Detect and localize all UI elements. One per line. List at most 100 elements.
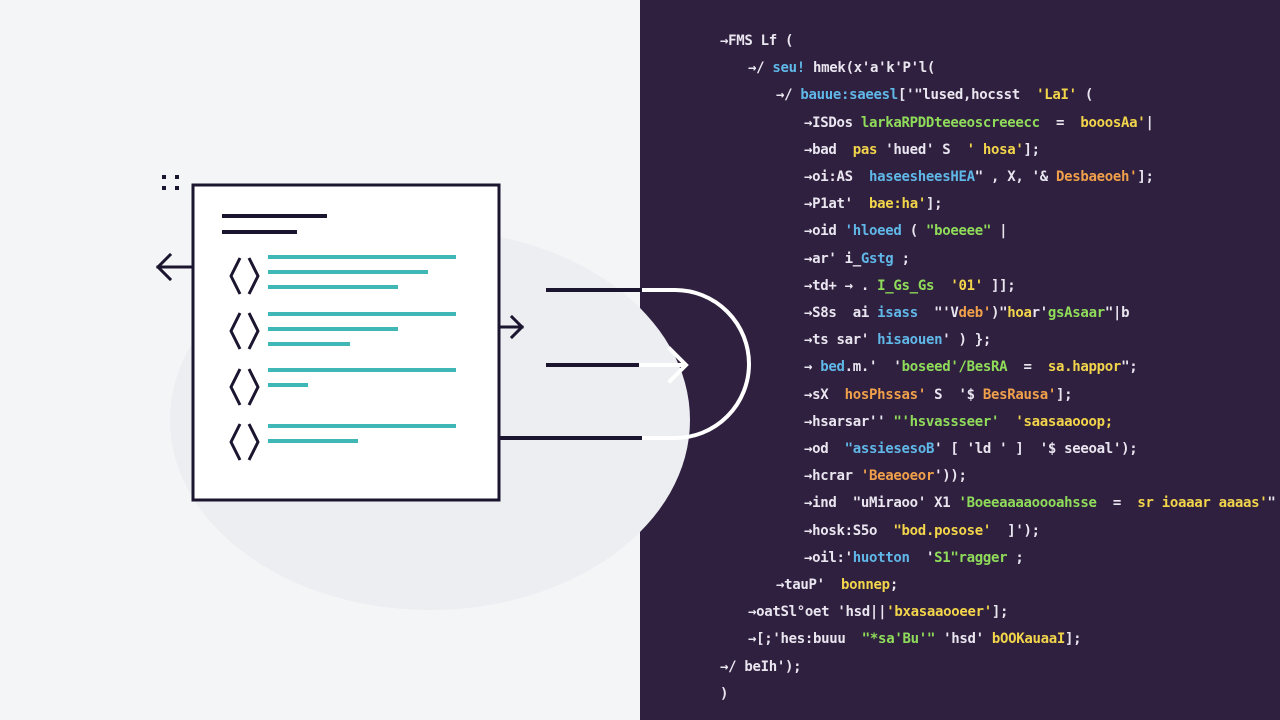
code-token: ai [852,305,870,321]
code-token: boseed'/BesRA [901,359,1008,376]
code-token: BesRausa' [982,386,1057,403]
code-line: →FMS Lf ( [720,32,793,50]
code-token: →[;'hes:buuu [748,631,846,648]
code-line: →ts sar' hisaouen' ) }; [804,331,991,349]
code-token: Gstg [860,250,894,267]
code-token: beIh' [744,658,786,675]
code-line: →ind "uMiraoo' X1 'Boeeaaaaoooahsse = sr… [804,494,1276,512]
code-line: →oil:'huotton 'S1"ragger ; [804,549,1024,567]
code-token: bed [820,359,845,376]
code-token: ]; [1065,631,1082,648]
code-line: →/ seu! hmek(x'a'k'P'l( [748,59,935,77]
code-token: →oil:' [804,549,853,566]
code-line: →S8s ai isass "'Vdeb')"hoar'gsAsaar"|b [804,304,1130,322]
drag-dots-icon [162,175,179,190]
code-token: = [1096,495,1138,512]
code-token: ; [889,577,898,593]
code-line: →oatSl°oet 'hsd||'bxasaaooeer']; [748,603,1008,621]
code-brackets-icon [229,257,260,295]
code-line: →hosk:S5o "bod.posose' ]'); [804,522,1040,540]
code-panel: →FMS Lf (→/ seu! hmek(x'a'k'P'l(→/ bauue… [640,0,1280,720]
code-token: →/ [776,87,801,104]
code-token: X1 [925,495,959,512]
code-token: larkaRPDDteeeoscreeecc [860,114,1040,131]
code-token: →hcrar [804,468,853,485]
code-token: ' [909,549,935,566]
code-line: →hcrar 'Beaeoeor')); [804,467,967,485]
code-token: "|b [1104,305,1130,321]
code-token: hmek [804,60,846,77]
code-token: booosAa' [1080,114,1146,131]
code-token: '$ [958,386,983,403]
code-token: →oatSl°oet [748,604,838,621]
code-line: →tauP' bonnep; [776,576,898,594]
code-token: "*sa'Bu'" [845,631,935,648]
code-token: S [934,141,967,158]
code-token: →bad [804,141,853,158]
code-token: →/ [720,658,745,675]
code-line: →bad pas 'hued' S ' hosa']; [804,141,1040,159]
code-token: →FMS Lf ( [720,33,794,49]
code-token: →ts sar' [804,332,878,349]
code-token: →ind [804,495,845,512]
code-token: 'Beaeoeor [852,468,935,485]
code-token: "; [1121,359,1138,376]
code-token: seu! [772,60,805,77]
code-token: ]; [1023,141,1041,158]
connector-loop [640,288,751,440]
code-token: ' [877,359,902,376]
code-token: 'Boeeaaaaoooahsse [958,495,1097,512]
code-line: →ISDos larkaRPDDteeeoscreeecc = booosAa'… [804,114,1154,132]
code-token: "boeeee" [925,223,991,240]
highlight-lines [268,255,456,443]
code-token: →sX [804,386,845,403]
code-token: →tauP' [776,577,825,593]
code-line: →/ bauue:saeesl['"lused,hocsst 'LaI' ( [776,86,1093,104]
code-token: 'LaI' [1019,87,1077,104]
long-arrow-right-icon [546,346,689,384]
code-token: →P1at' [804,196,853,213]
code-token: hosPhssas' [844,386,927,403]
code-token: bonnep [824,577,890,593]
code-token: & [1039,169,1048,185]
code-line: →oi:AS haseesheesHEA" , X, '& Desbaeoeh'… [804,168,1154,186]
code-brackets-icon [229,312,260,350]
code-token: bOOKauaaI [991,631,1066,648]
arrow-left-icon [155,252,194,282]
code-token: bauue:saeesl [800,87,898,104]
code-line: →sX hosPhssas' S '$ BesRausa']; [804,386,1073,404]
code-token: | [1145,114,1154,131]
code-token: → [804,359,821,376]
code-line: →ar' i_Gstg ; [804,250,910,268]
code-token: →/ [748,60,773,77]
code-token: isass [869,305,918,321]
code-token: ( [901,223,926,240]
code-line: →od "assiesesoB' [ 'ld ' ] '$ seeoal'); [804,440,1138,458]
code-token: "'hsvassseer' [893,413,1000,430]
code-token: ')); [934,468,967,485]
code-token: ]; [1056,386,1073,403]
code-token: 'hsd' [934,631,992,648]
code-token: " [1267,495,1276,512]
code-token: (x'a'k'P'l( [845,60,936,77]
code-token: )" [991,305,1008,321]
code-token: "'V [917,305,959,321]
code-token: I_Gs_Gs [877,277,935,294]
code-token: ; [893,250,910,267]
code-token: huotton [852,549,910,566]
code-token: " , X, ' [974,169,1040,185]
code-token: ]; [1137,169,1154,185]
code-line: →P1at' bae:ha']; [804,195,943,213]
code-token: →hsarsar'' [804,413,894,430]
code-token: ); [785,658,802,675]
code-token: ]; [925,196,943,213]
code-token: i_ [844,250,862,267]
code-token: S1"ragger [934,549,1008,566]
code-token: →od [804,441,845,457]
code-token: ; [1007,549,1024,566]
code-token: →ar' [804,250,845,267]
code-token: [' [897,87,915,104]
code-token: hisaouen [877,332,943,349]
code-line: →/ beIh'); [720,658,802,676]
code-token: sa.happor [1047,359,1122,376]
